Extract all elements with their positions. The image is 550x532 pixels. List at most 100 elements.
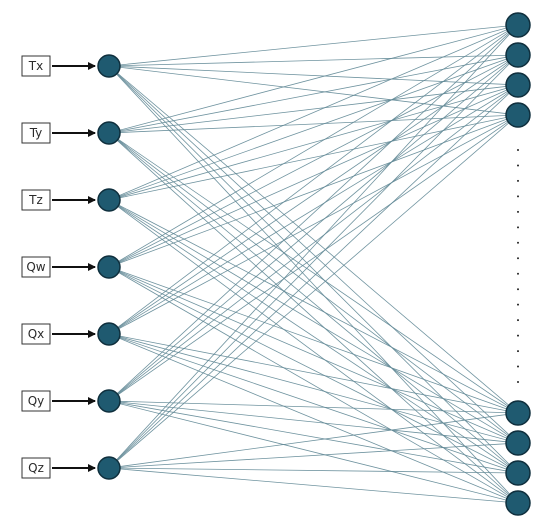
connection-line [108, 114, 519, 134]
input-box [21, 55, 51, 77]
ellipsis-dot [517, 195, 519, 198]
connection-line [108, 54, 519, 268]
connection-line [108, 84, 519, 268]
ellipsis-dot [517, 241, 519, 244]
ellipsis-dot [517, 210, 519, 213]
input-nodes [97, 54, 121, 480]
connection-line [108, 333, 519, 474]
output-node [505, 490, 531, 516]
connection-line [108, 400, 519, 444]
connection-line [108, 24, 519, 402]
connection-line [108, 54, 519, 67]
output-node [505, 430, 531, 456]
connection-line [108, 467, 519, 474]
input-box [21, 457, 51, 479]
input-label: Qw [26, 260, 45, 274]
input-node [97, 121, 121, 145]
ellipsis-dot [517, 288, 519, 291]
connection-line [108, 333, 519, 504]
connection-line [108, 266, 519, 444]
connection-line [108, 132, 519, 474]
input-node [97, 188, 121, 212]
connection-line [108, 24, 519, 268]
ellipsis-dot [517, 179, 519, 182]
connection-line [108, 54, 519, 134]
connection-line [108, 442, 519, 469]
connection-line [108, 24, 519, 67]
connection-line [108, 199, 519, 504]
connection-line [108, 199, 519, 444]
connection-line [108, 333, 519, 444]
output-ellipsis [517, 149, 519, 383]
ellipsis-dot [517, 350, 519, 353]
output-node [505, 42, 531, 68]
input-label: Tx [28, 59, 43, 73]
ellipsis-dot [517, 319, 519, 322]
input-node [97, 322, 121, 346]
connection-line [108, 266, 519, 474]
connection-line [108, 65, 519, 414]
connection-line [108, 65, 519, 86]
connection-line [108, 65, 519, 504]
ellipsis-dot [517, 334, 519, 337]
input-box [21, 189, 51, 211]
connection-line [108, 199, 519, 414]
connection-line [108, 54, 519, 469]
input-box [21, 390, 51, 412]
ellipsis-dot [517, 303, 519, 306]
ellipsis-dot [517, 164, 519, 167]
connection-line [108, 65, 519, 116]
input-label: Qz [28, 461, 44, 475]
ellipsis-dot [517, 365, 519, 368]
output-node [505, 460, 531, 486]
input-label: Tz [28, 193, 43, 207]
connection-line [108, 467, 519, 504]
connection-line [108, 114, 519, 268]
output-node [505, 400, 531, 426]
ellipsis-dot [517, 226, 519, 229]
input-node [97, 54, 121, 78]
connection-line [108, 333, 519, 414]
output-node [505, 12, 531, 38]
connection-line [108, 24, 519, 335]
input-node [97, 389, 121, 413]
input-box [21, 122, 51, 144]
connection-line [108, 266, 519, 414]
connection-line [108, 24, 519, 469]
ellipsis-dot [517, 272, 519, 275]
output-node [505, 72, 531, 98]
connection-line [108, 114, 519, 402]
connection-line [108, 84, 519, 335]
output-node [505, 102, 531, 128]
connection-line [108, 132, 519, 504]
connection-line [108, 65, 519, 444]
connection-line [108, 400, 519, 414]
connection-line [108, 132, 519, 444]
connection-line [108, 84, 519, 402]
connection-line [108, 400, 519, 504]
connection-line [108, 84, 519, 201]
connection-line [108, 114, 519, 469]
ellipsis-dot [517, 149, 519, 151]
connection-lines [108, 24, 519, 504]
ellipsis-dot [517, 257, 519, 260]
ellipsis-dot [517, 381, 519, 383]
output-nodes [505, 12, 531, 516]
connection-line [108, 54, 519, 201]
input-label: Qy [28, 394, 45, 408]
connection-line [108, 400, 519, 474]
connection-line [108, 54, 519, 402]
connection-line [108, 114, 519, 201]
input-label: Qx [28, 327, 45, 341]
connection-line [108, 24, 519, 134]
connection-line [108, 114, 519, 335]
connection-line [108, 199, 519, 474]
input-arrows [52, 62, 96, 472]
input-node [97, 456, 121, 480]
connection-line [108, 84, 519, 134]
connection-line [108, 84, 519, 469]
connection-line [108, 65, 519, 474]
connection-line [108, 412, 519, 469]
connection-line [108, 132, 519, 414]
